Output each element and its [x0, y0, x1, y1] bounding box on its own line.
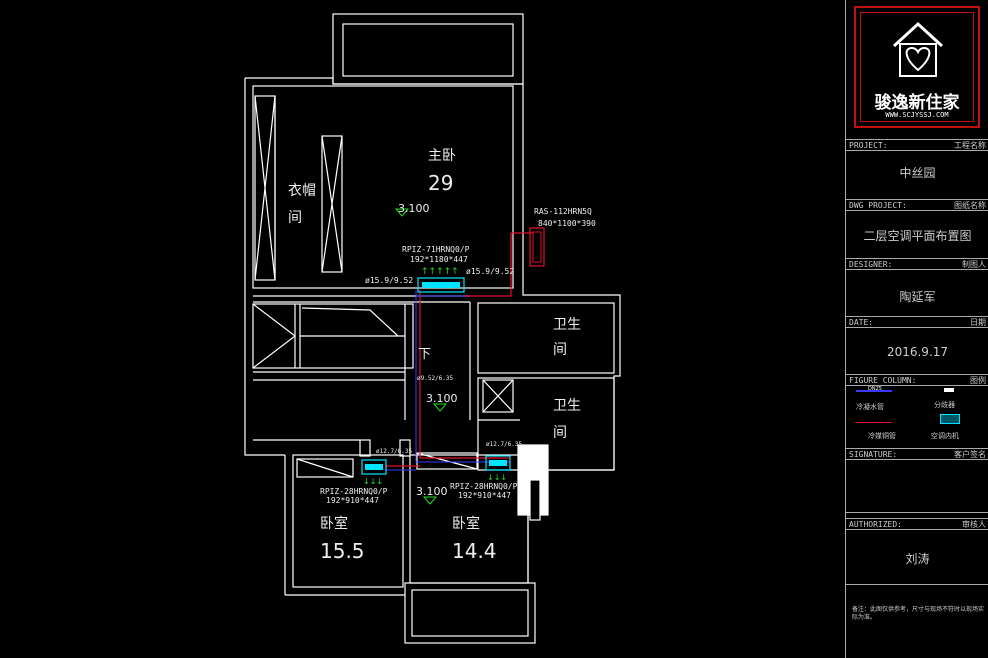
pipe-label-small-3: ø9.52/6.35 [417, 375, 454, 382]
walls [244, 13, 621, 644]
signature-label-en: SIGNATURE: [849, 450, 898, 459]
room-closet-name-2: 间 [288, 210, 302, 226]
logo-text: 骏逸新住家 [874, 93, 960, 113]
pipe-label-small-1: ø12.7/6.35 [376, 448, 413, 455]
divider [846, 512, 988, 513]
pipe-label-small-2: ø12.7/6.35 [486, 441, 523, 448]
signature-header: SIGNATURE: 客户签名 [846, 448, 988, 460]
outdoor-unit-inner [532, 231, 542, 263]
authorized-label-en: AUTHORIZED: [849, 520, 902, 529]
legend-drain-tag: DN25 [868, 386, 882, 392]
legend-refrig-line [856, 422, 892, 423]
svg-text:↓↓↓: ↓↓↓ [363, 477, 383, 486]
room-master-elev: 3.100 [398, 202, 430, 215]
logo-url: WWW.SCJYSSJ.COM [885, 111, 949, 119]
room-bed1-name: 卧室 [320, 515, 348, 532]
note-text: 备注：此图仅供参考，尺寸与现场不符时以现场实际为准。 [852, 606, 985, 621]
project-value: 中丝园 [899, 166, 936, 180]
date-header: DATE: 日期 [846, 316, 988, 328]
project-header: PROJECT: 工程名称 [846, 139, 988, 151]
authorized-value: 刘涛 [905, 552, 930, 566]
master-unit-model: RPIZ-71HRNQ0/P [402, 245, 470, 254]
bed2-unit-model: RPIZ-28HRNQ0/P [450, 482, 518, 491]
indoor-unit-bed2: ↓↓↓ [485, 455, 511, 482]
legend-drain-label: 冷凝水管 [856, 403, 884, 411]
bed2-unit-size: 192*910*447 [458, 491, 511, 500]
dwg-label-en: DWG PROJECT: [849, 201, 907, 210]
pipe-label-right: ø15.9/9.52 [466, 267, 514, 276]
figure-label-en: FIGURE COLUMN: [849, 376, 917, 385]
room-bed2-name: 卧室 [452, 515, 480, 532]
master-unit-size: 192*1180*447 [410, 255, 468, 264]
legend-indoor-label: 空调内机 [931, 432, 959, 440]
project-label-cn: 工程名称 [954, 141, 986, 150]
legend-refrig-label: 冷媒铜管 [868, 432, 896, 440]
refrigerant-pipes [385, 232, 533, 467]
pipe-label-left: ø15.9/9.52 [365, 276, 413, 285]
designer-value: 陶延军 [899, 290, 936, 304]
stair-elev: 3.100 [426, 392, 458, 405]
divider [846, 584, 988, 585]
title-block: 骏逸新住家 WWW.SCJYSSJ.COM PROJECT: 工程名称 中丝园 … [845, 0, 988, 658]
elev-marker-hall [432, 403, 448, 412]
indoor-unit-bed1: ↓↓↓ [361, 459, 387, 486]
figure-header: FIGURE COLUMN: 图例 [846, 374, 988, 386]
elev-marker-bed [422, 496, 438, 505]
bed1-unit-model: RPIZ-28HRNQ0/P [320, 487, 388, 496]
bed1-unit-size: 192*910*447 [326, 496, 379, 505]
outdoor-unit [529, 227, 545, 267]
outdoor-unit-model: RAS-112HRN5Q [534, 207, 592, 216]
room-master-name: 主卧 [428, 148, 456, 164]
figure-label-cn: 图例 [970, 376, 986, 385]
dwg-header: DWG PROJECT: 图纸名称 [846, 199, 988, 211]
floor-plan: ↑↑↑↑↑ ↓↓↓ ↓↓↓ 主卧 29 3.100 衣帽 间 卫生 间 卫生 间… [244, 13, 621, 644]
dwg-label-cn: 图纸名称 [954, 201, 986, 210]
elev-marker-master [394, 208, 410, 217]
stair-label: 下 [418, 347, 431, 362]
house-heart-icon [892, 21, 944, 77]
designer-label-en: DESIGNER: [849, 260, 893, 269]
project-label-en: PROJECT: [849, 141, 888, 150]
signature-label-cn: 客户签名 [954, 450, 986, 459]
room-bath2-name-1: 卫生 [553, 398, 581, 414]
room-bed1-area: 15.5 [320, 539, 365, 563]
legend-branch-label: 分歧器 [934, 401, 955, 409]
indoor-unit-master: ↑↑↑↑↑ [417, 267, 465, 293]
branch-icon [944, 388, 954, 392]
room-bath1-name-1: 卫生 [553, 317, 581, 333]
svg-text:↑↑↑↑↑: ↑↑↑↑↑ [421, 267, 459, 277]
date-value: 2016.9.17 [886, 345, 949, 359]
room-bed1-elev: 3.100 [416, 485, 448, 498]
designer-label-cn: 制图人 [962, 260, 986, 269]
room-bed2-area: 14.4 [452, 539, 497, 563]
outdoor-unit-size: 840*1100*390 [538, 219, 596, 228]
indoor-unit-icon [940, 414, 960, 424]
dwg-value: 二层空调平面布置图 [863, 229, 972, 243]
company-logo: 骏逸新住家 WWW.SCJYSSJ.COM [854, 6, 980, 128]
date-label-cn: 日期 [970, 318, 986, 327]
svg-text:↓↓↓: ↓↓↓ [487, 473, 507, 482]
drain-pipes [385, 290, 510, 471]
authorized-header: AUTHORIZED: 审核人 [846, 518, 988, 530]
date-label-en: DATE: [849, 318, 874, 327]
legend-drain-line [856, 390, 892, 392]
room-closet-name-1: 衣帽 [288, 183, 316, 199]
legend: DN25 冷凝水管 分歧器 冷媒铜管 空调内机 [846, 386, 988, 448]
room-bath2-name-2: 间 [553, 425, 567, 441]
authorized-label-cn: 审核人 [962, 520, 986, 529]
designer-header: DESIGNER: 制图人 [846, 258, 988, 270]
room-bath1-name-2: 间 [553, 342, 567, 358]
room-master-area: 29 [428, 171, 453, 195]
